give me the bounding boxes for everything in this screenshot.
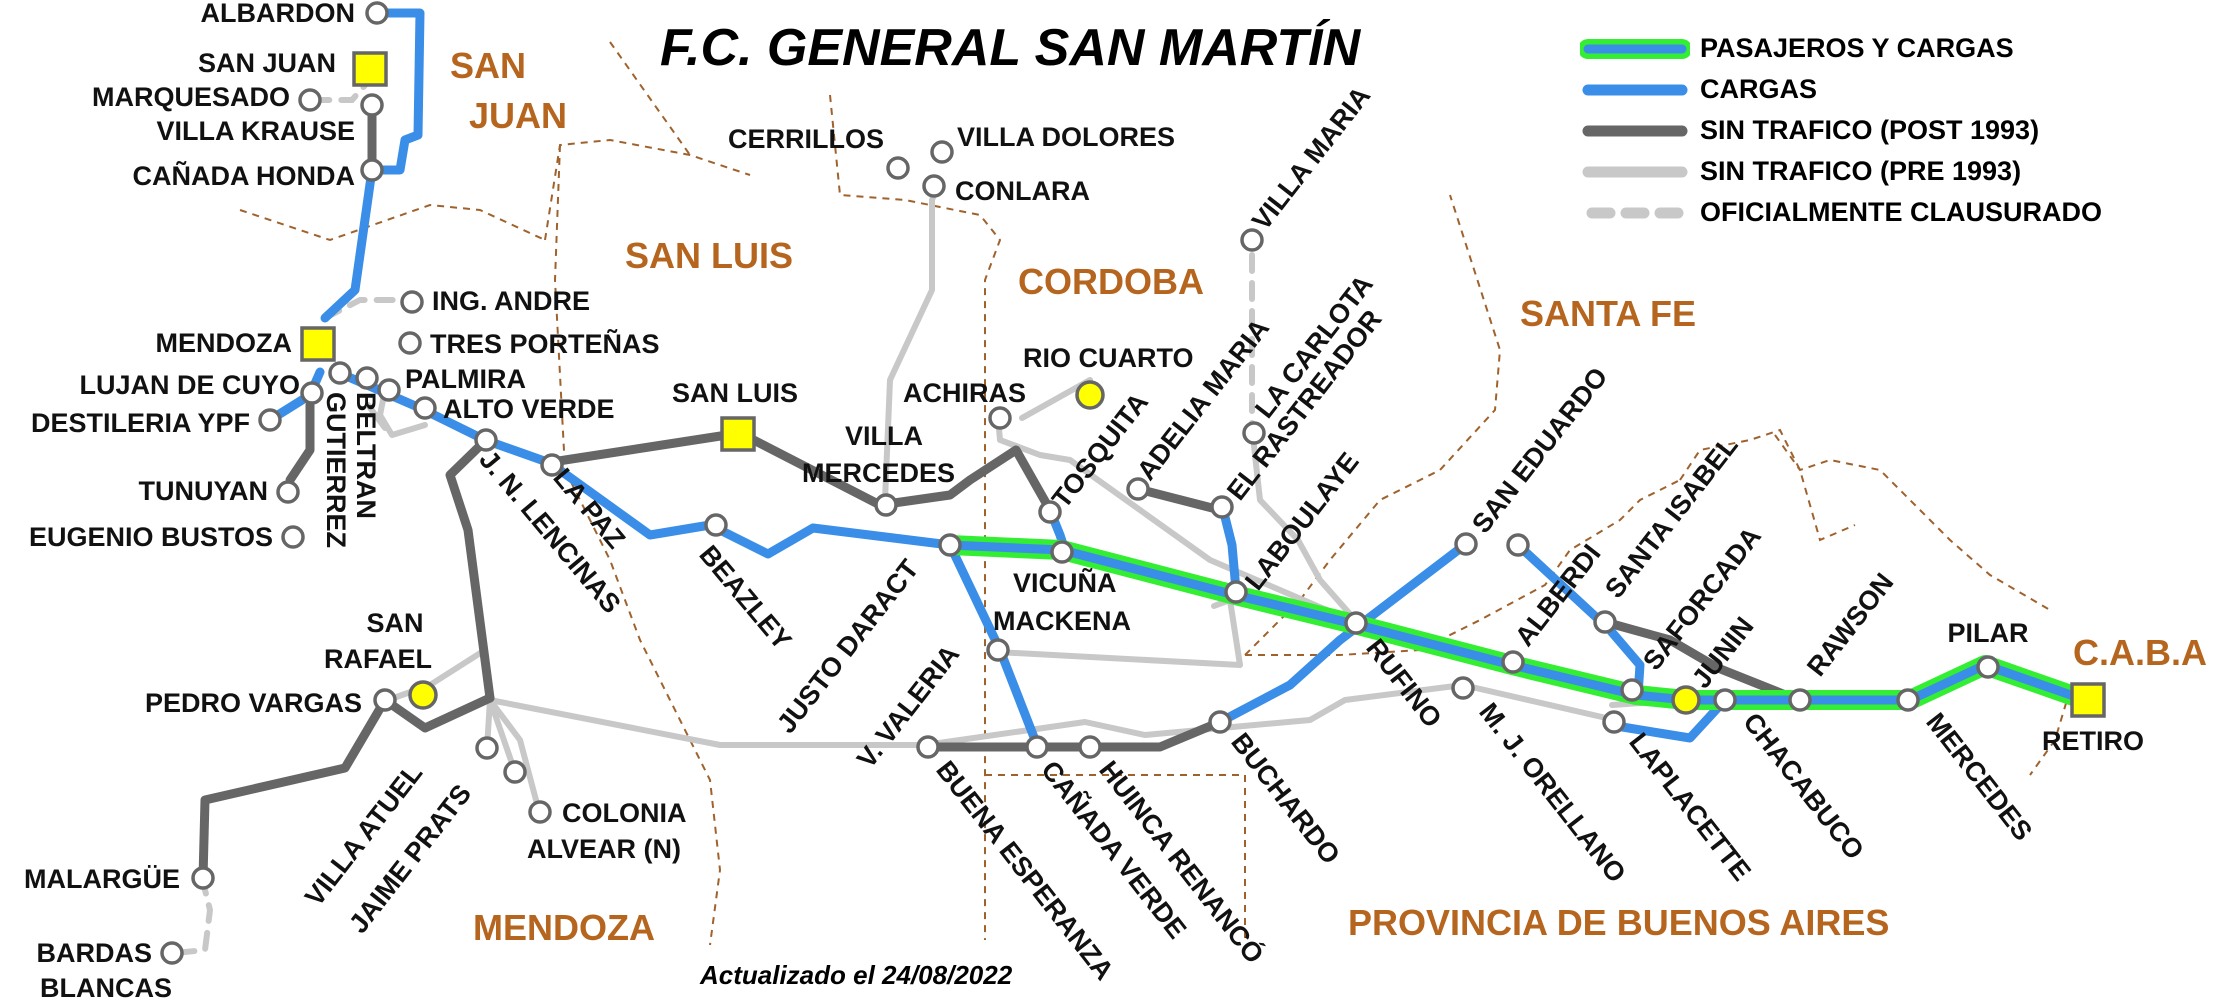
label-tunuyan: TUNUYAN — [138, 476, 268, 506]
region-san-juan-line1: SAN — [450, 45, 526, 86]
label-bardas: BARDAS — [36, 938, 152, 968]
label-v-valeria: V. VALERIA — [851, 639, 965, 773]
label-albardon: ALBARDON — [201, 0, 356, 28]
legend-swatch-post — [1582, 125, 1688, 136]
label-buena-esperanza: BUENA ESPERANZA — [930, 755, 1119, 985]
label-blancas: BLANCAS — [40, 973, 172, 1000]
label-buchardo: BUCHARDO — [1225, 727, 1346, 870]
label-villa-krause: VILLA KRAUSE — [156, 116, 355, 146]
legend-swatch-freight — [1582, 84, 1688, 95]
label-cerrillos: CERRILLOS — [728, 124, 884, 154]
label-laplacette: LAPLACETTE — [1623, 727, 1757, 886]
legend-item-passenger: PASAJEROS Y CARGAS — [1580, 28, 2102, 69]
label-villa-maria: VILLA MARIA — [1246, 81, 1376, 236]
label-pilar: PILAR — [1948, 618, 2029, 648]
label-mendoza: MENDOZA — [156, 328, 293, 358]
label-achiras: ACHIRAS — [903, 378, 1026, 408]
label-gutierrez: GUTIERREZ — [321, 392, 351, 548]
region-mendoza: MENDOZA — [473, 907, 655, 948]
label-pedro-vargas: PEDRO VARGAS — [145, 688, 362, 718]
label-destileria-ypf: DESTILERIA YPF — [31, 408, 250, 438]
region-san-luis: SAN LUIS — [625, 235, 793, 276]
legend-item-freight: CARGAS — [1580, 69, 2102, 110]
label-vicuna: VICUÑA — [1013, 567, 1117, 598]
region-labels: SAN JUAN SAN LUIS CORDOBA SANTA FE MENDO… — [450, 45, 2207, 948]
label-malargue: MALARGÜE — [24, 864, 180, 894]
label-san-juan: SAN JUAN — [198, 48, 336, 78]
label-colonia: COLONIA — [562, 798, 687, 828]
label-marquesado: MARQUESADO — [92, 82, 290, 112]
legend-item-post-1993: SIN TRAFICO (POST 1993) — [1580, 110, 2102, 151]
label-lujan-de-cuyo: LUJAN DE CUYO — [79, 370, 300, 400]
label-san-luis: SAN LUIS — [672, 378, 798, 408]
label-san-eduardo: SAN EDUARDO — [1466, 362, 1613, 539]
region-san-juan-line2: JUAN — [469, 95, 567, 136]
label-eugenio-bustos: EUGENIO BUSTOS — [29, 522, 273, 552]
label-rawson: RAWSON — [1801, 567, 1899, 681]
region-caba: C.A.B.A — [2073, 632, 2207, 673]
legend-item-pre-1993: SIN TRAFICO (PRE 1993) — [1580, 151, 2102, 192]
label-villa-dolores: VILLA DOLORES — [957, 122, 1175, 152]
label-retiro: RETIRO — [2042, 726, 2144, 756]
region-buenos-aires: PROVINCIA DE BUENOS AIRES — [1348, 902, 1889, 943]
label-rafael: RAFAEL — [324, 644, 432, 674]
label-mercedes-line2: MERCEDES — [802, 458, 955, 488]
label-tres-portenas: TRES PORTEÑAS — [430, 328, 660, 359]
major-station-markers — [300, 51, 2106, 718]
legend-swatch-closed — [1586, 207, 1688, 218]
province-borders — [239, 41, 2071, 946]
updated-date: Actualizado el 24/08/2022 — [700, 960, 1013, 990]
label-rio-cuarto: RIO CUARTO — [1023, 343, 1194, 373]
label-alto-verde: ALTO VERDE — [443, 394, 615, 424]
label-ing-andre: ING. ANDRE — [432, 286, 590, 316]
label-mackena: MACKENA — [993, 606, 1131, 636]
label-mercedes: MERCEDES — [1920, 707, 2038, 846]
label-conlara: CONLARA — [955, 176, 1090, 206]
region-santa-fe: SANTA FE — [1520, 293, 1696, 334]
legend-label: CARGAS — [1700, 74, 1818, 104]
legend-label: PASAJEROS Y CARGAS — [1700, 33, 2014, 63]
lines-post-1993 — [198, 100, 1803, 883]
legend-swatch-passenger — [1580, 38, 1690, 59]
legend-label: OFICIALMENTE CLAUSURADO — [1700, 197, 2102, 227]
legend-label: SIN TRAFICO (PRE 1993) — [1700, 156, 2022, 186]
region-cordoba: CORDOBA — [1018, 261, 1204, 302]
label-alvear: ALVEAR (N) — [527, 834, 681, 864]
legend: PASAJEROS Y CARGAS CARGAS SIN TRAFICO (P… — [1580, 28, 2102, 233]
lines-passenger — [940, 535, 2095, 710]
legend-swatch-pre — [1582, 166, 1688, 177]
legend-label: SIN TRAFICO (POST 1993) — [1700, 115, 2040, 145]
lines-freight — [265, 8, 1730, 750]
label-chacabuco: CHACABUCO — [1737, 707, 1870, 865]
map-title: F.C. GENERAL SAN MARTÍN — [660, 19, 1361, 77]
label-san: SAN — [366, 608, 423, 638]
station-markers — [160, 1, 2000, 965]
label-beazley: BEAZLEY — [693, 540, 797, 656]
legend-item-closed: OFICIALMENTE CLAUSURADO — [1580, 192, 2102, 233]
label-canada-honda: CAÑADA HONDA — [133, 160, 356, 191]
label-beltran: BELTRAN — [351, 392, 381, 519]
label-palmira: PALMIRA — [405, 364, 526, 394]
label-villa-line1: VILLA — [845, 421, 923, 451]
